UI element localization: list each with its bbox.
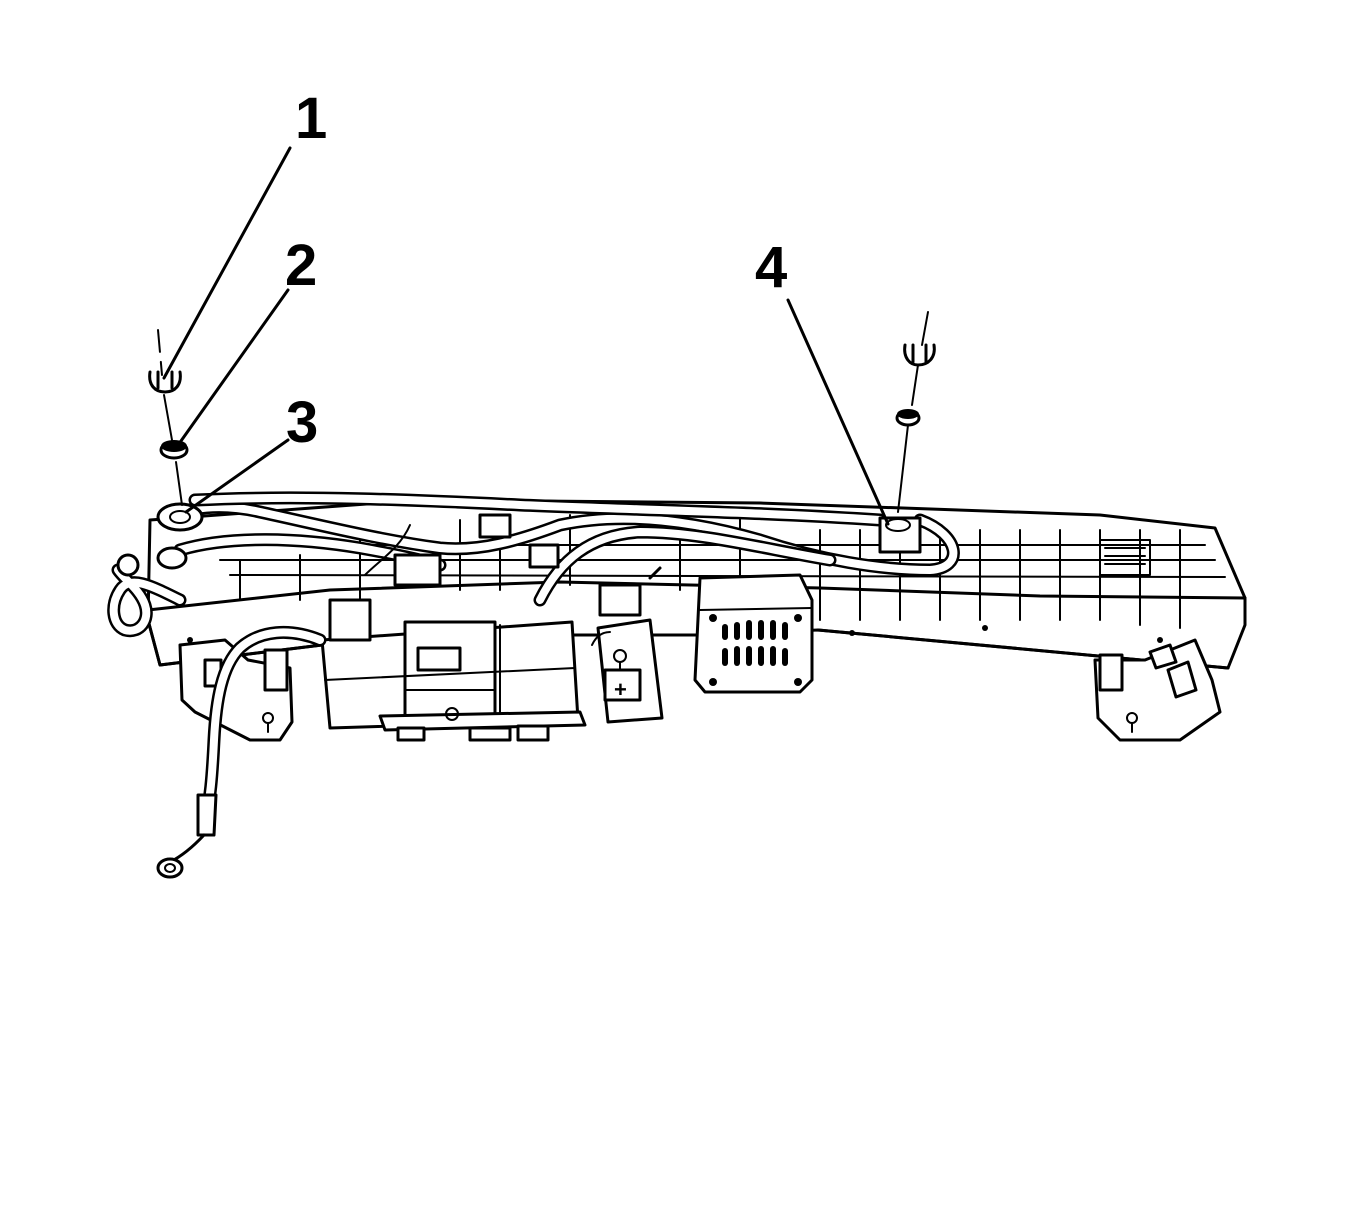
positive-terminal-bracket: + bbox=[591, 618, 664, 724]
center-module-box bbox=[320, 620, 587, 742]
callout-2-label: 2 bbox=[285, 233, 317, 298]
coiled-cable bbox=[107, 553, 187, 638]
left-fastener-stack bbox=[148, 329, 189, 506]
nut-icon bbox=[148, 370, 182, 394]
washer-icon bbox=[895, 409, 921, 427]
callout-4-leader bbox=[786, 298, 890, 526]
washer-icon bbox=[159, 440, 189, 460]
callout-1-label: 1 bbox=[295, 86, 327, 151]
callout-3-leader bbox=[184, 438, 290, 514]
callout-4-label: 4 bbox=[755, 235, 787, 300]
callout-3-label: 3 bbox=[286, 390, 318, 455]
callout-1-leader bbox=[162, 146, 292, 380]
callout-2-leader bbox=[174, 288, 290, 450]
fan-vent-module bbox=[693, 573, 814, 694]
center-connectors bbox=[328, 513, 662, 642]
right-mounting-bracket bbox=[1093, 638, 1222, 742]
left-terminal bbox=[156, 502, 204, 570]
nut-icon bbox=[903, 343, 936, 367]
plus-symbol-icon: + bbox=[614, 677, 627, 702]
ground-cable bbox=[156, 625, 327, 879]
vent-grille bbox=[722, 620, 788, 666]
right-fastener-stack bbox=[895, 311, 936, 513]
callout-leaders bbox=[162, 146, 890, 526]
